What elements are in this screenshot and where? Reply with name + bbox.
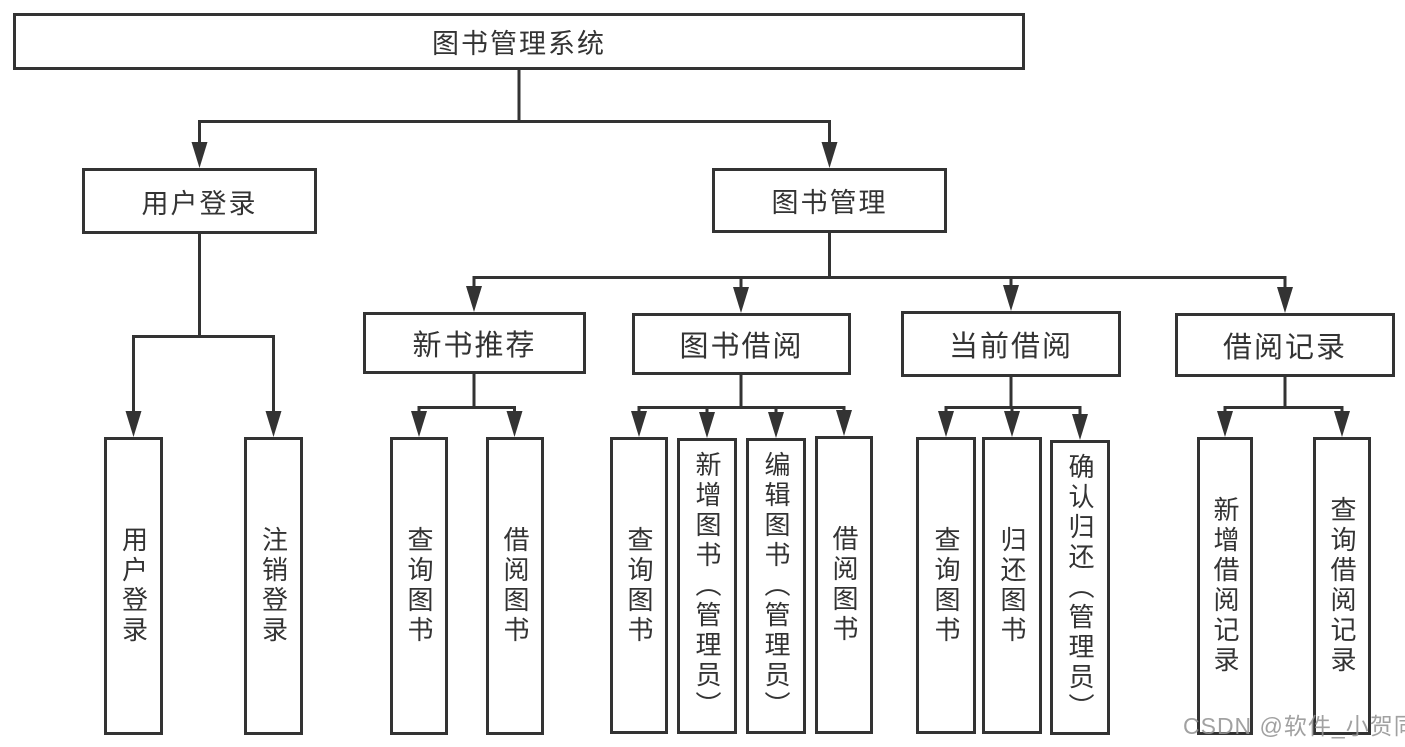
node-return-books-label: 归还图书 [997,525,1027,646]
node-edit-books-admin: 编辑图书（管理员） [746,438,806,734]
node-book-borrowing: 图书借阅 [632,313,851,375]
node-add-books-admin-label: 新增图书（管理员） [692,451,722,721]
node-add-books-admin: 新增图书（管理员） [677,438,737,734]
node-confirm-return-admin-label: 确认归还（管理员） [1065,452,1095,723]
node-borrow-books-recommend: 借阅图书 [486,437,544,735]
node-query-books-borrowing: 查询图书 [610,437,668,734]
node-current-borrowing: 当前借阅 [901,311,1121,377]
node-new-book-recommend: 新书推荐 [363,312,586,374]
node-root-system-label: 图书管理系统 [432,29,606,59]
node-user-login-label: 用户登录 [141,188,258,219]
node-borrow-records: 借阅记录 [1175,313,1395,377]
node-add-borrow-record-label: 新增借阅记录 [1210,496,1240,676]
node-query-borrow-record: 查询借阅记录 [1313,437,1371,735]
node-user-login-action: 用户登录 [104,437,163,735]
node-query-books-current: 查询图书 [916,437,976,734]
watermark: CSDN @软件_小贺同学 [1183,713,1405,739]
node-root-system: 图书管理系统 [13,13,1025,70]
node-borrow-books-recommend-label: 借阅图书 [500,526,530,646]
node-query-borrow-record-label: 查询借阅记录 [1327,496,1357,676]
node-new-book-recommend-label: 新书推荐 [412,330,537,362]
node-book-management: 图书管理 [712,168,947,233]
node-logout-action: 注销登录 [244,437,303,735]
node-user-login-action-label: 用户登录 [118,526,149,646]
node-add-borrow-record: 新增借阅记录 [1197,437,1253,735]
arrowheads [125,142,1350,440]
node-user-login: 用户登录 [82,168,317,234]
node-return-books: 归还图书 [982,437,1042,734]
node-confirm-return-admin: 确认归还（管理员） [1050,440,1110,735]
node-edit-books-admin-label: 编辑图书（管理员） [761,451,791,721]
node-book-management-label: 图书管理 [771,188,888,218]
node-borrow-books-borrowing: 借阅图书 [815,436,873,734]
node-logout-action-label: 注销登录 [258,526,289,646]
node-borrow-books-borrowing-label: 借阅图书 [829,525,859,645]
node-query-books-recommend-label: 查询图书 [404,526,434,646]
node-borrow-records-label: 借阅记录 [1222,332,1347,364]
node-book-borrowing-label: 图书借阅 [679,331,804,363]
node-query-books-borrowing-label: 查询图书 [624,525,654,646]
node-query-books-current-label: 查询图书 [931,525,961,646]
node-query-books-recommend: 查询图书 [390,437,448,735]
node-current-borrowing-label: 当前借阅 [948,331,1073,363]
